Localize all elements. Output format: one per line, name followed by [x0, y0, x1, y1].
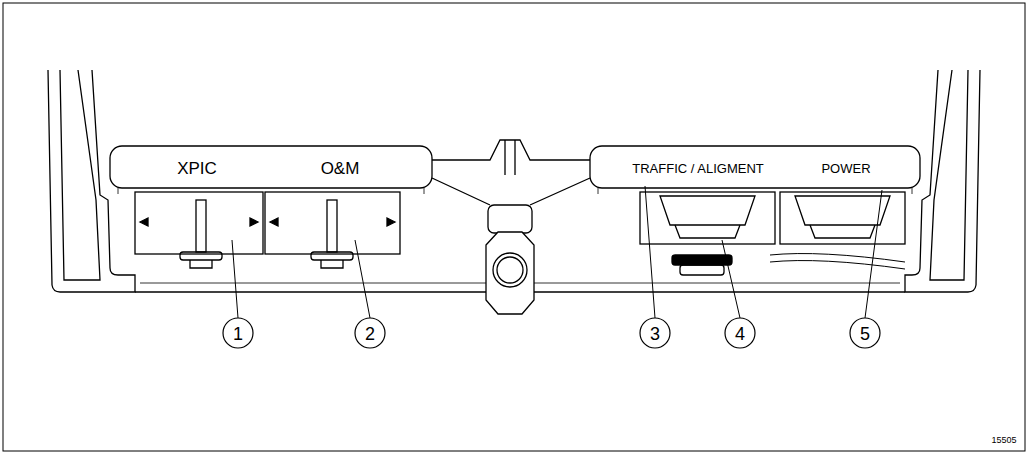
connector [780, 192, 905, 244]
label-bar [590, 146, 920, 188]
port-cover [265, 192, 400, 254]
callout-number: 2 [365, 325, 375, 343]
port-name: O&M [321, 160, 360, 177]
cable-gland [488, 205, 532, 233]
callout-number: 5 [860, 325, 870, 343]
leader-line [232, 186, 882, 318]
connector [640, 192, 775, 244]
callout-number: 1 [233, 325, 243, 343]
port-name: TRAFFIC / ALIGMENT [632, 162, 763, 175]
label-bar [110, 146, 432, 188]
callout-number: 4 [735, 325, 745, 343]
figure-id: 15505 [991, 436, 1016, 445]
callout-number: 3 [650, 325, 660, 343]
callout-circle [223, 318, 880, 348]
port-name: XPIC [177, 160, 217, 177]
frame [3, 3, 1025, 451]
port-name: POWER [821, 162, 870, 175]
port-cover [135, 192, 263, 254]
